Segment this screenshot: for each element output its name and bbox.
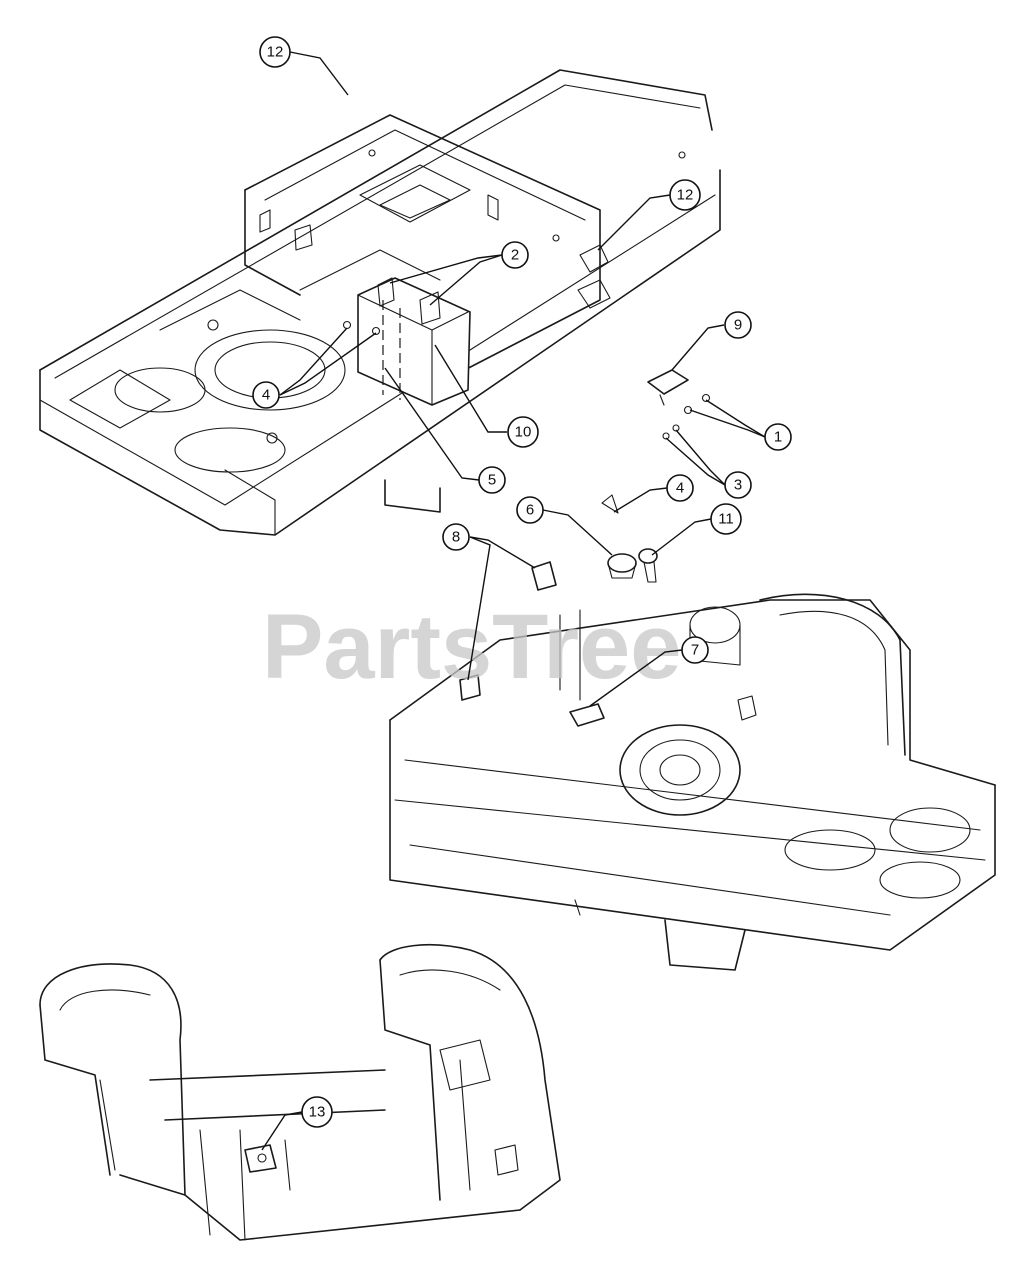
- svg-text:13: 13: [309, 1104, 326, 1121]
- svg-text:3: 3: [734, 477, 742, 494]
- svg-text:4: 4: [676, 480, 684, 497]
- svg-text:11: 11: [718, 511, 734, 528]
- battery-box: [357, 277, 471, 406]
- svg-text:12: 12: [267, 44, 284, 61]
- svg-text:4: 4: [262, 387, 270, 404]
- callout-8: 8: [442, 523, 470, 551]
- frame-assembly-bottom: [39, 944, 561, 1241]
- callout-9: 9: [724, 311, 752, 339]
- callout-11: 11: [710, 503, 742, 535]
- svg-text:9: 9: [734, 317, 742, 334]
- svg-text:2: 2: [511, 247, 519, 264]
- callout-2: 2: [501, 241, 529, 269]
- callouts: 12 2 12 9 4 10 1 3: [252, 36, 792, 1128]
- watermark-text: PartsTree: [262, 596, 681, 698]
- svg-text:5: 5: [488, 472, 496, 489]
- leader-lines: [261, 51, 766, 1151]
- callout-12-top: 12: [259, 36, 291, 68]
- svg-text:8: 8: [452, 529, 460, 546]
- frame-assembly-middle: [389, 561, 996, 971]
- svg-text:10: 10: [515, 424, 532, 441]
- callout-6: 6: [516, 496, 544, 524]
- callout-10: 10: [507, 416, 539, 448]
- hardware-cluster-right: [601, 369, 711, 583]
- callout-3: 3: [724, 471, 752, 499]
- callout-5: 5: [478, 466, 506, 494]
- callout-1: 1: [764, 423, 792, 451]
- callout-12-right: 12: [669, 179, 701, 211]
- battery-hold-down-bolts: [342, 277, 441, 336]
- callout-13: 13: [301, 1096, 333, 1128]
- svg-text:6: 6: [526, 502, 534, 519]
- svg-text:7: 7: [691, 642, 699, 659]
- callout-7: 7: [681, 636, 709, 664]
- callout-4-middle: 4: [666, 474, 694, 502]
- svg-text:1: 1: [774, 429, 782, 446]
- svg-text:12: 12: [677, 187, 694, 204]
- callout-4-top: 4: [252, 381, 280, 409]
